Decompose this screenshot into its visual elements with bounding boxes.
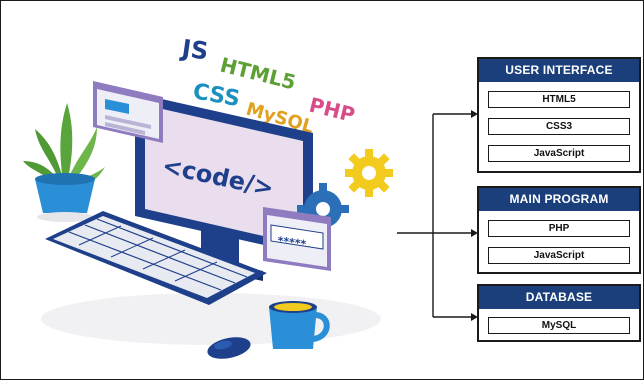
panel-item: JavaScript bbox=[488, 145, 630, 162]
gear-icon bbox=[345, 149, 393, 197]
password-window-icon bbox=[263, 207, 331, 271]
browser-window-icon bbox=[93, 81, 163, 143]
keyboard-icon bbox=[45, 211, 267, 305]
lang-js: JS bbox=[178, 34, 210, 66]
plant-icon bbox=[23, 103, 105, 222]
connector-lines bbox=[397, 110, 478, 321]
password-mask: ***** bbox=[277, 234, 308, 251]
mug-icon bbox=[269, 301, 330, 349]
panel-item: MySQL bbox=[488, 317, 630, 334]
panel-user-interface: USER INTERFACE HTML5 CSS3 JavaScript bbox=[477, 57, 641, 173]
panel-item: PHP bbox=[488, 220, 630, 237]
lang-css: CSS bbox=[191, 79, 242, 112]
panel-database: DATABASE MySQL bbox=[477, 284, 641, 342]
panel-title: MAIN PROGRAM bbox=[479, 188, 639, 211]
panel-item: HTML5 bbox=[488, 91, 630, 108]
panel-main-program: MAIN PROGRAM PHP JavaScript bbox=[477, 186, 641, 274]
panel-title: DATABASE bbox=[479, 286, 639, 309]
panel-item: JavaScript bbox=[488, 247, 630, 264]
mouse-icon bbox=[207, 337, 251, 359]
panel-item: CSS3 bbox=[488, 118, 630, 135]
panel-title: USER INTERFACE bbox=[479, 59, 639, 82]
